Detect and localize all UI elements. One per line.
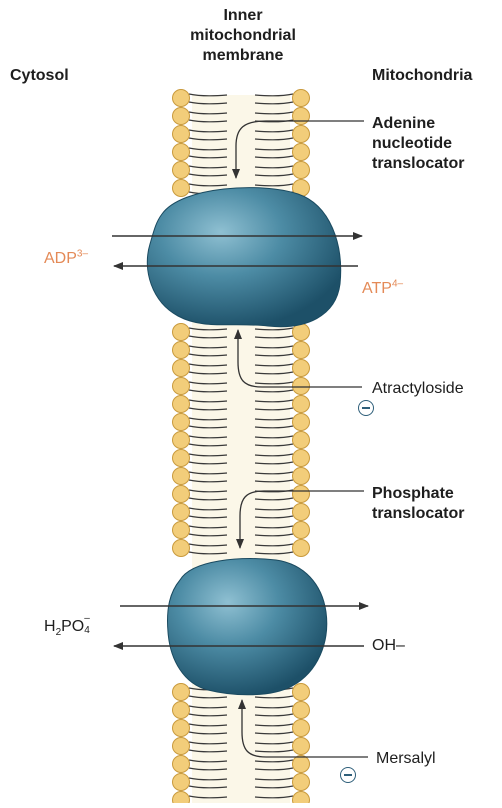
lipid-head <box>293 702 310 719</box>
hydroxide-label: OH– <box>372 636 405 656</box>
lipid-head <box>173 108 190 125</box>
lipid-head <box>293 522 310 539</box>
lipid-head <box>293 738 310 755</box>
lipid-head <box>293 468 310 485</box>
atp-charge: 4– <box>392 279 403 290</box>
lipid-head <box>293 108 310 125</box>
lipid-head <box>293 684 310 701</box>
lipid-head <box>173 540 190 557</box>
lipid-head <box>293 396 310 413</box>
lipid-head <box>173 738 190 755</box>
lipid-head <box>173 450 190 467</box>
lipid-head <box>173 468 190 485</box>
lipid-head <box>173 324 190 341</box>
adenine-nucleotide-translocator-protein <box>147 188 340 327</box>
lipid-head <box>293 450 310 467</box>
lipid-head <box>293 360 310 377</box>
lipid-head <box>173 792 190 804</box>
h-text: H <box>44 618 56 635</box>
lipid-head <box>173 504 190 521</box>
po-text: PO <box>61 618 84 635</box>
lipid-head <box>173 522 190 539</box>
adp-charge: 3– <box>77 249 88 260</box>
lipid-head <box>293 90 310 107</box>
cytosol-label: Cytosol <box>10 66 69 86</box>
lipid-head <box>173 720 190 737</box>
lipid-head <box>173 342 190 359</box>
lipid-head <box>293 162 310 179</box>
lipid-head <box>173 684 190 701</box>
adenine-nucleotide-translocator-label: Adenine nucleotide translocator <box>372 114 464 174</box>
lipid-head <box>173 162 190 179</box>
lipid-head <box>293 540 310 557</box>
lipid-head <box>293 414 310 431</box>
lipid-head <box>293 504 310 521</box>
lipid-head <box>173 486 190 503</box>
lipid-head <box>293 774 310 791</box>
mersalyl-inhibitor-icon <box>340 767 356 783</box>
lipid-head <box>293 720 310 737</box>
lipid-head <box>293 486 310 503</box>
lipid-head <box>293 432 310 449</box>
lipid-head <box>173 756 190 773</box>
lipid-head <box>173 432 190 449</box>
lipid-head <box>173 414 190 431</box>
lipid-head <box>173 396 190 413</box>
h2po4-label: H2PO–4 <box>44 597 92 637</box>
atp-label: ATP4– <box>362 259 403 299</box>
lipid-head <box>173 90 190 107</box>
atractyloside-label: Atractyloside <box>372 379 464 399</box>
phosphate-translocator-protein <box>168 559 327 695</box>
lipid-head <box>173 774 190 791</box>
lipid-head <box>293 378 310 395</box>
lipid-head <box>173 126 190 143</box>
lipid-head <box>293 126 310 143</box>
adp-text: ADP <box>44 250 77 267</box>
mitochondria-label: Mitochondria <box>372 66 472 86</box>
lipid-head <box>293 792 310 804</box>
lipid-head <box>173 360 190 377</box>
lipid-head <box>173 180 190 197</box>
atp-text: ATP <box>362 280 392 297</box>
adp-label: ADP3– <box>44 229 88 269</box>
lipid-head <box>293 756 310 773</box>
lipid-head <box>173 702 190 719</box>
lipid-head <box>293 342 310 359</box>
mersalyl-label: Mersalyl <box>376 749 436 769</box>
phosphate-translocator-label: Phosphate translocator <box>372 484 464 524</box>
membrane-label: Inner mitochondrial membrane <box>168 6 318 66</box>
atractyloside-inhibitor-icon <box>358 400 374 416</box>
lipid-head <box>293 144 310 161</box>
lipid-head <box>173 144 190 161</box>
lipid-head <box>173 378 190 395</box>
